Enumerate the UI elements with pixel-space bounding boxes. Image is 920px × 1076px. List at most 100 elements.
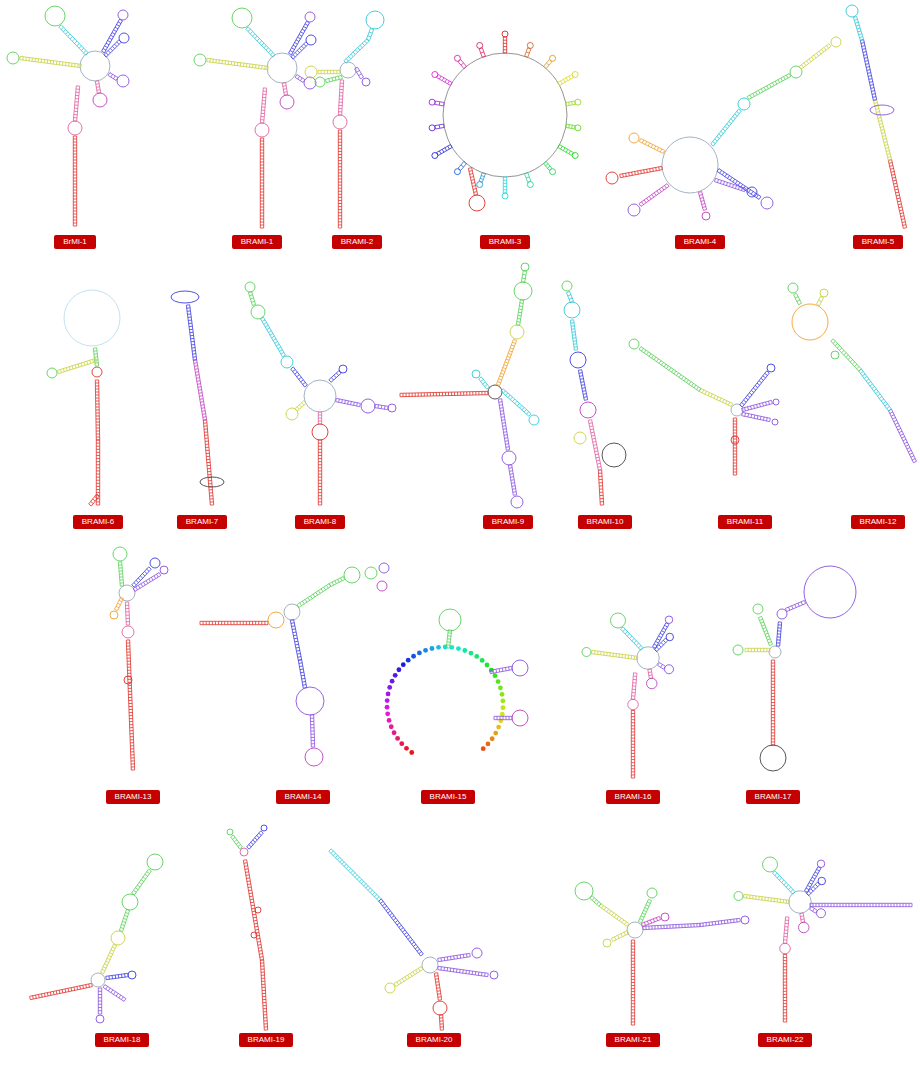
structure-label: BRAMI-13: [115, 792, 152, 802]
rna-helix: [108, 73, 118, 81]
rna-helix: [98, 988, 101, 1014]
nucleotide-dot: [480, 658, 485, 663]
rna-helix: [742, 400, 773, 411]
rna-helix: [247, 831, 264, 849]
rna-helix: [717, 169, 761, 200]
nucleotide-dot: [456, 646, 461, 651]
rna-helix: [260, 138, 263, 228]
label-box: BRAMI-5: [853, 235, 903, 249]
rna-helix: [785, 600, 805, 611]
rna-helix: [329, 849, 381, 901]
label-box: BRAMI-4: [675, 235, 725, 249]
rna-loop: [550, 55, 556, 61]
nucleotide-dot: [401, 662, 406, 667]
rna-helix: [103, 985, 126, 1002]
rna-loop: [788, 283, 798, 293]
rna-loop: [761, 197, 773, 209]
label-box: BRAMI-18: [95, 1033, 150, 1047]
rna-loop: [575, 99, 581, 105]
rna-loop: [477, 42, 483, 48]
rna-loop: [773, 399, 779, 405]
rna-loop: [817, 909, 826, 918]
rna-helix: [860, 40, 876, 101]
rna-loop: [647, 678, 658, 689]
nucleotide-dot: [393, 673, 398, 678]
rna-loop: [628, 204, 640, 216]
rna-helix: [776, 622, 781, 646]
rna-loop: [122, 894, 138, 910]
rna-helix: [243, 860, 263, 961]
rna-helix: [620, 166, 663, 177]
structure-label: BRAMI-11: [727, 517, 763, 527]
rna-loop: [575, 882, 593, 900]
rna-helix: [394, 967, 423, 987]
rna-helix: [592, 650, 638, 659]
label-box: BRAMI-9: [483, 515, 533, 529]
rna-loop: [433, 1001, 447, 1015]
label-box: BRAMI-1: [232, 235, 282, 249]
rna-helix: [740, 371, 770, 407]
rna-helix: [816, 296, 823, 306]
nucleotide-dot: [385, 711, 390, 716]
rna-helix: [566, 101, 575, 106]
rna-loop: [232, 8, 252, 28]
rna-helix: [318, 412, 321, 424]
rna-helix: [446, 630, 451, 648]
rna-loop: [240, 848, 248, 856]
rna-loop: [572, 153, 578, 159]
label-box: BRAMI-13: [106, 790, 161, 804]
rna-loop: [767, 364, 775, 372]
rna-loop: [502, 31, 508, 37]
rna-loop: [194, 54, 206, 66]
rna-loop: [831, 37, 841, 47]
rna-loop: [110, 611, 118, 619]
rna-loop: [527, 42, 533, 48]
structure-label: BRAMI-1: [241, 237, 273, 247]
rna-helix: [437, 145, 453, 156]
rna-helix: [231, 835, 243, 849]
rna-helix: [133, 573, 161, 592]
label-box: BRAMI-6: [73, 515, 123, 529]
nucleotide-dot: [390, 679, 395, 684]
rna-helix: [295, 75, 305, 83]
rna-helix: [298, 660, 306, 689]
nucleotide-dot: [498, 685, 503, 690]
rna-loop: [665, 665, 674, 674]
label-box: BRAMI-14: [276, 790, 331, 804]
rna-loop: [772, 419, 778, 425]
rna-helix: [366, 28, 373, 40]
rna-helix: [503, 177, 506, 193]
rna-helix: [207, 58, 268, 69]
rna-helix: [631, 940, 634, 1025]
rna-loop: [510, 325, 524, 339]
nucleotide-dot: [469, 651, 474, 656]
rna-helix: [114, 597, 123, 611]
rna-helix: [501, 389, 531, 417]
rna-helix: [711, 109, 742, 146]
rna-loop: [47, 368, 57, 378]
rna-loop: [575, 125, 581, 131]
rna-helix: [638, 899, 651, 922]
label-box: BRAMI-17: [746, 790, 801, 804]
rna-helix: [20, 56, 81, 67]
structure-label: BRAMI-17: [755, 792, 792, 802]
structure-label: BRAMI-21: [615, 1035, 652, 1045]
rna-loop: [582, 648, 591, 657]
rna-helix: [282, 83, 287, 96]
rna-helix: [30, 983, 93, 999]
rna-loop: [611, 613, 626, 628]
nucleotide-dot: [411, 654, 416, 659]
rna-loop: [284, 604, 300, 620]
rna-helix: [873, 100, 891, 161]
nucleotide-dot: [501, 705, 506, 710]
rna-loop: [255, 907, 261, 913]
rna-loop: [432, 72, 438, 78]
rna-loop: [570, 352, 586, 368]
rna-loop: [281, 356, 293, 368]
rna-loop: [777, 609, 787, 619]
rna-helix: [578, 370, 587, 401]
rna-loop: [792, 304, 828, 340]
label-box: BRAMI-15: [421, 790, 476, 804]
rna-loop: [312, 424, 328, 440]
